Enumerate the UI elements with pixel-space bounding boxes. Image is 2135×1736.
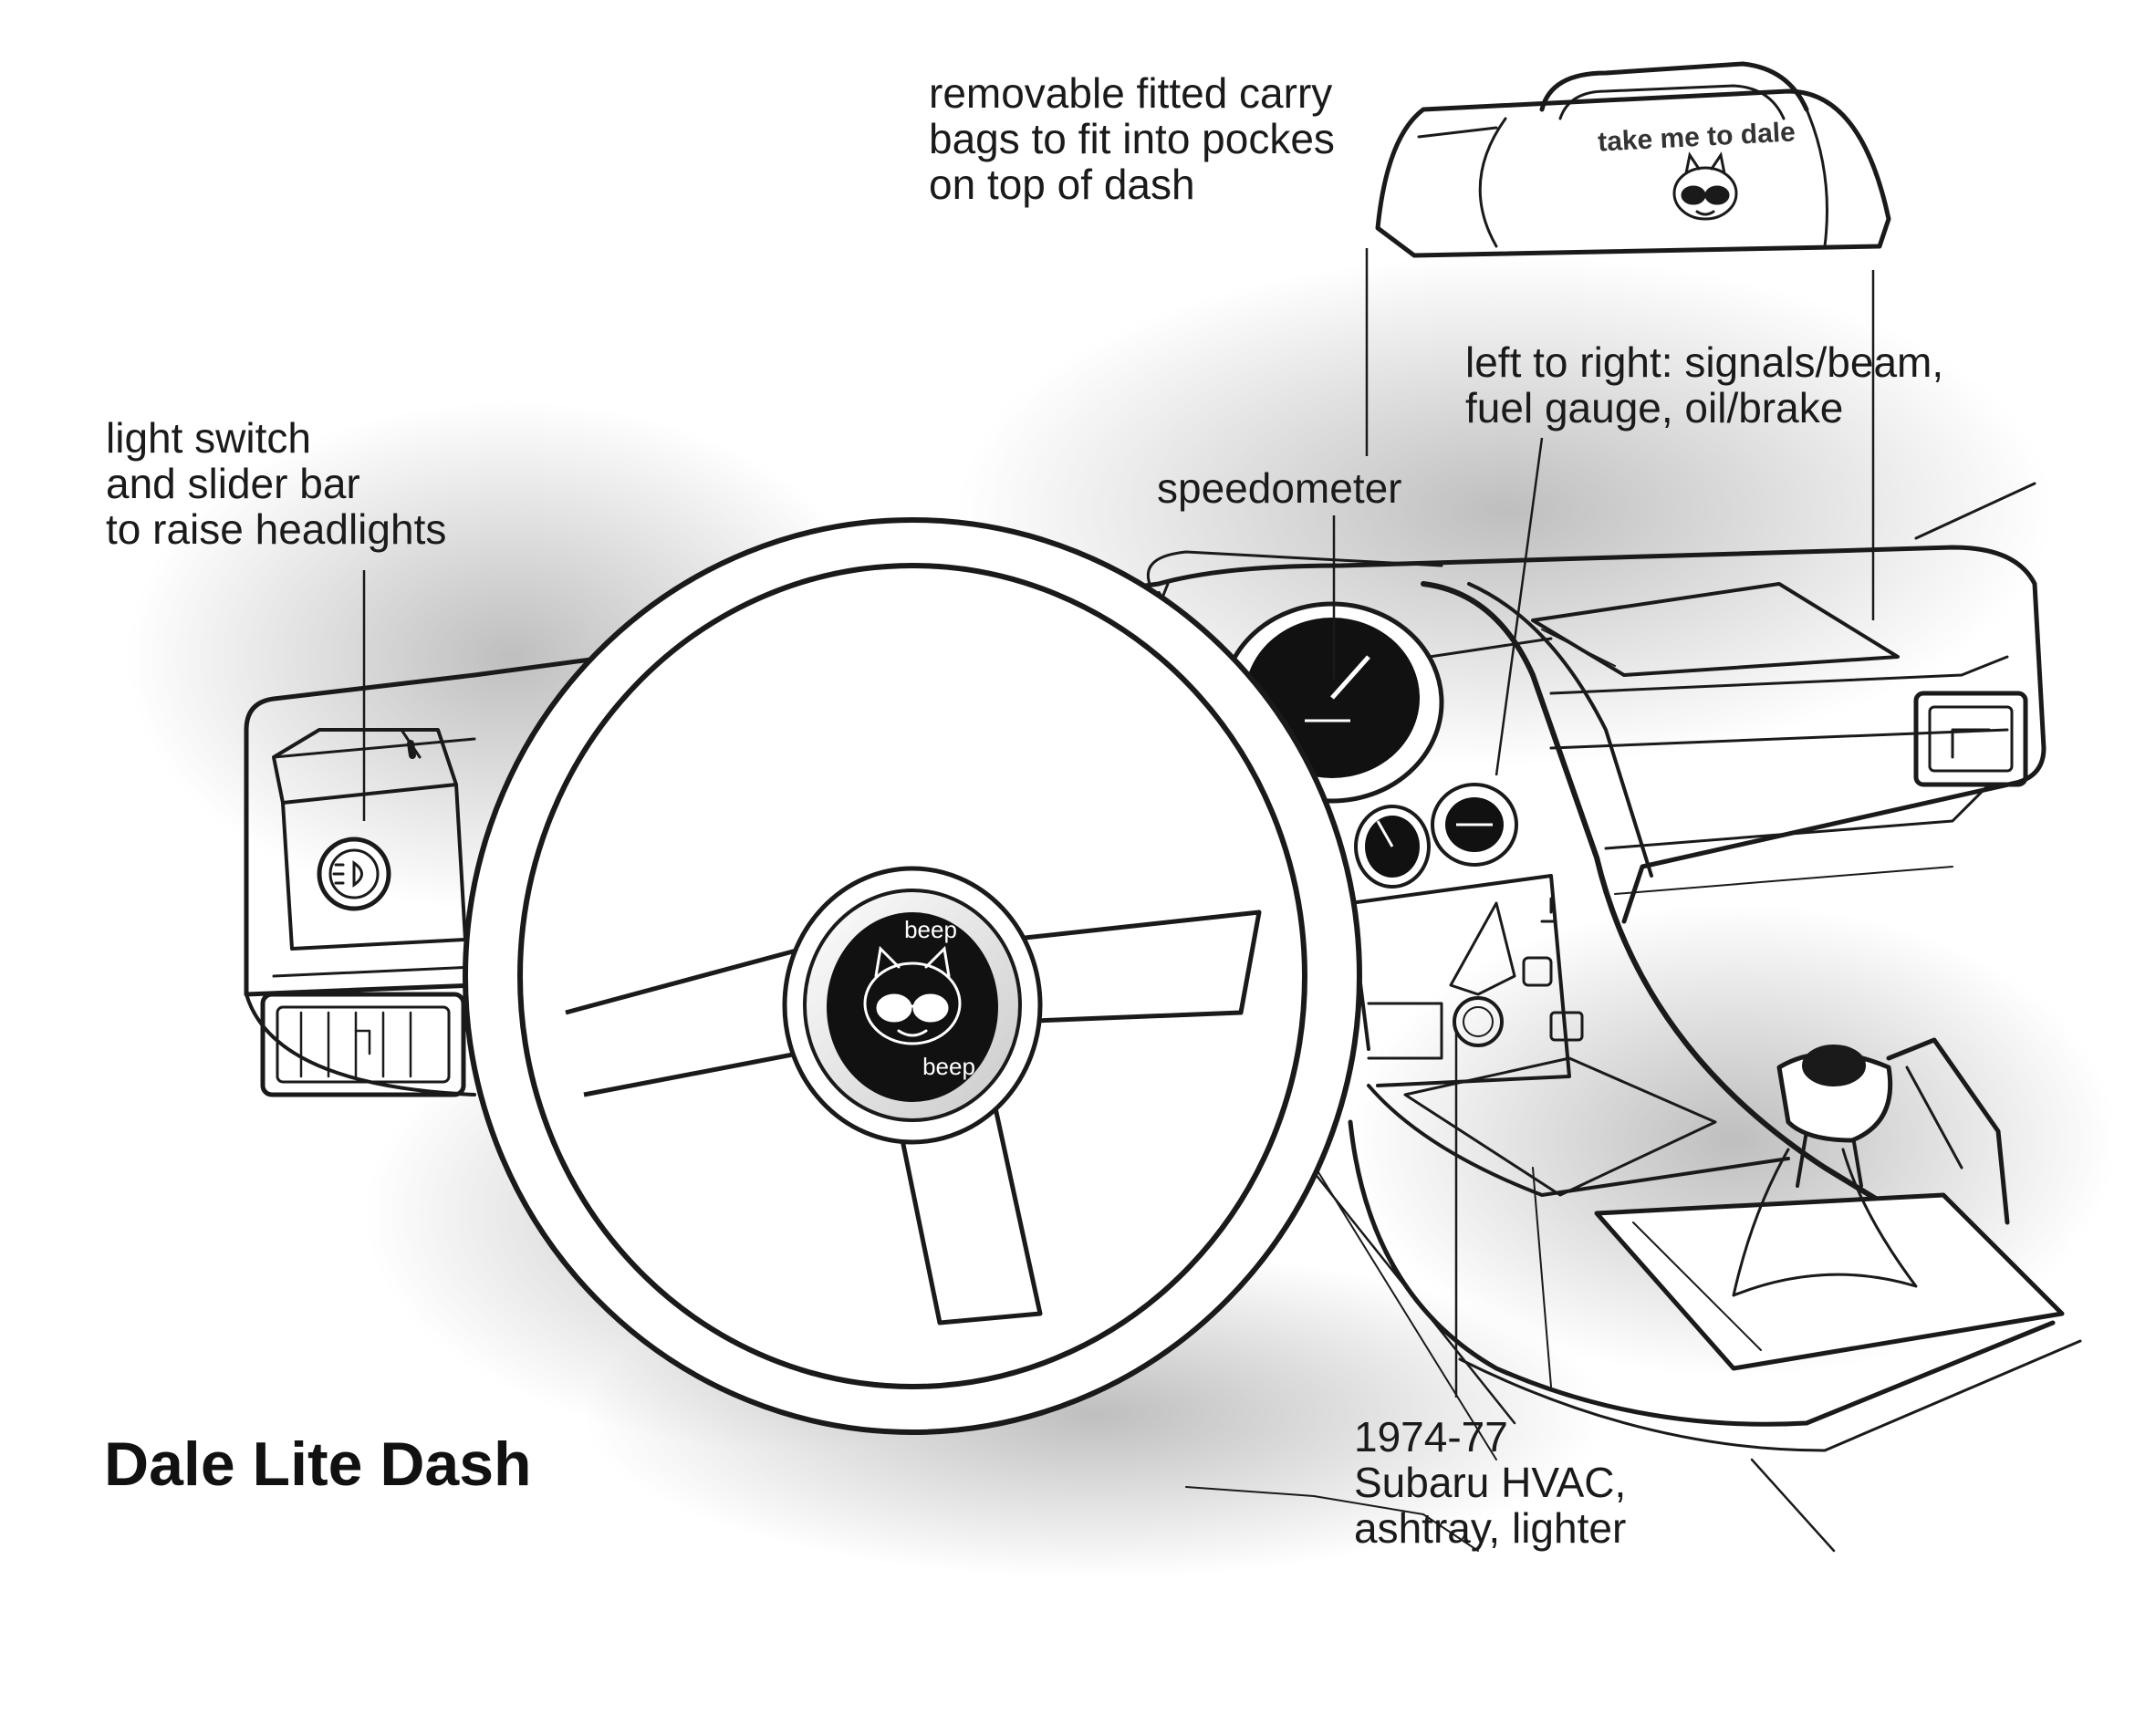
hvac-controls [1449,897,1584,1042]
air-vent-right [1913,691,2028,787]
squirrel-bag-icon [1672,151,1738,221]
shift-knob-pattern [1802,1045,1866,1086]
callout-light-switch: light switch and slider bar to raise hea… [106,414,447,553]
horn-label-top: beep [904,916,957,943]
diagram-title: Dale Lite Dash [104,1429,532,1499]
squirrel-with-sunglasses-icon [863,945,962,1045]
callout-hvac: 1974-77 Subaru HVAC, ashtray, lighter [1354,1413,1627,1552]
carry-bag [1375,61,1891,258]
headlight-icon [332,860,363,888]
horn-label-bottom: beep [922,1053,975,1080]
cigarette-lighter [1453,996,1504,1047]
callout-speedometer: speedometer [1157,464,1402,512]
callout-carry-bags: removable fitted carry bags to fit into … [929,69,1335,208]
callout-gauges: left to right: signals/beam, fuel gauge,… [1465,338,1944,431]
fuel-gauge [1354,805,1431,889]
air-vent-left [260,992,466,1097]
leader-lines [362,248,1875,1398]
dash-top-pocket-right [1531,582,1991,895]
oil-brake-gauge [1431,783,1518,867]
light-switch-panel [272,728,467,951]
